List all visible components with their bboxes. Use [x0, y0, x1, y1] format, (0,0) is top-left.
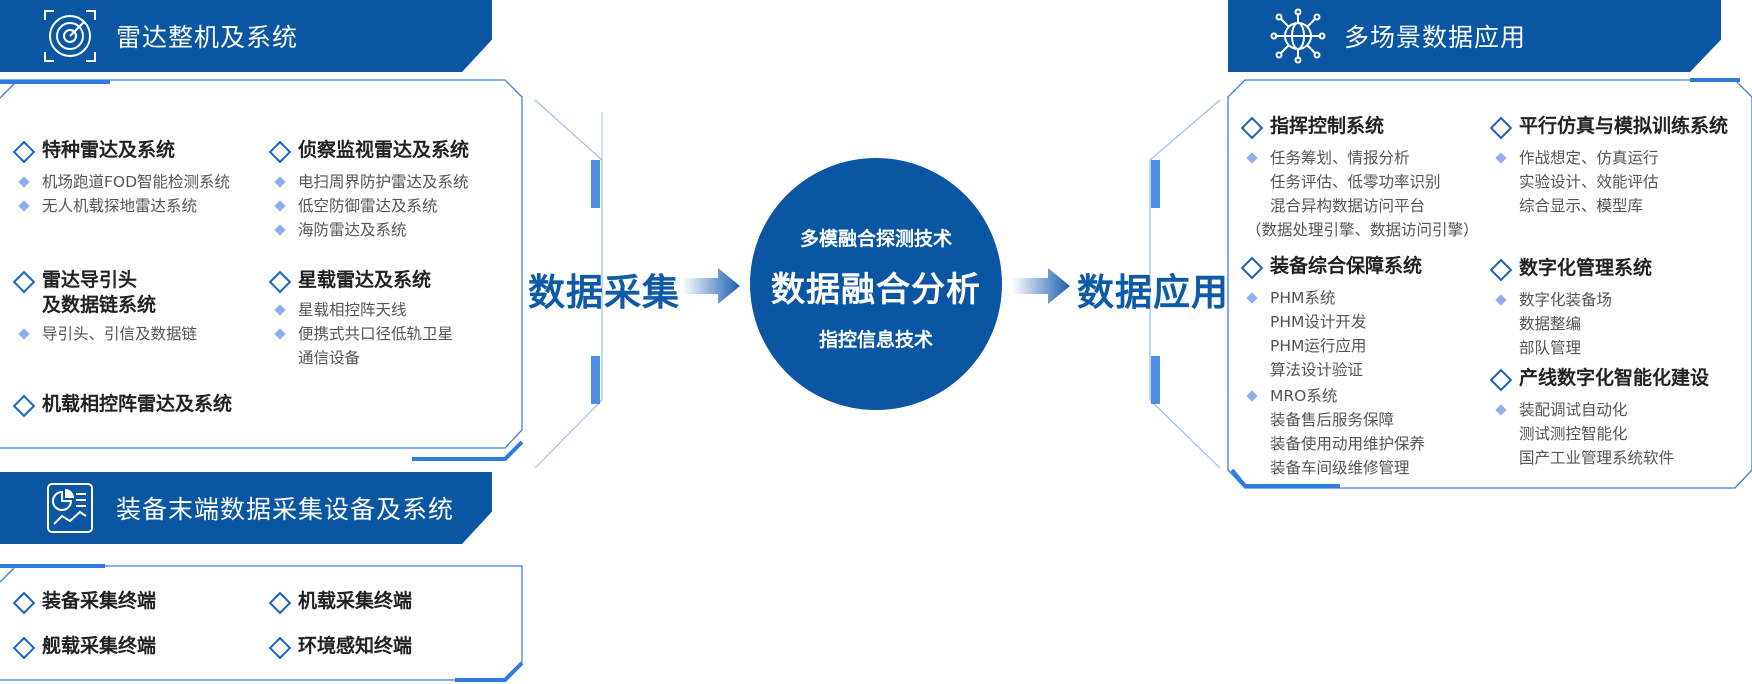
- group-digital-management: 数字化管理系统: [1489, 256, 1652, 282]
- circle-bottom-text: 指控信息技术: [818, 329, 933, 351]
- list-item: MRO系统 装备售后服务保障 装备使用动用维护保养 装备车间级维修管理: [1242, 384, 1425, 480]
- diamond-icon: [268, 636, 292, 660]
- circle-main-text: 数据融合分析: [771, 270, 981, 310]
- diamond-icon: [12, 394, 36, 418]
- group-command-control: 指挥控制系统: [1240, 114, 1384, 140]
- group-environment-terminal: 环境感知终端: [268, 634, 412, 660]
- list-item: 机场跑道FOD智能检测系统: [14, 170, 230, 194]
- list-item: 导引头、引信及数据链: [14, 322, 197, 346]
- group-production-line: 产线数字化智能化建设: [1489, 366, 1709, 392]
- circle-top-text: 多模融合探测技术: [799, 228, 952, 250]
- group-shipborne-terminal: 舰载采集终端: [12, 634, 156, 660]
- diamond-icon: [1240, 116, 1264, 140]
- list-item: 电扫周界防护雷达及系统: [270, 170, 469, 194]
- data-fusion-circle: 多模融合探测技术 数据融合分析 指控信息技术: [750, 158, 1002, 410]
- radar-section-title: 雷达整机及系统: [116, 23, 299, 52]
- list-item: 任务筹划、情报分析 任务评估、低零功率识别 混合异构数据访问平台: [1242, 146, 1479, 218]
- radar-section-header: 雷达整机及系统: [0, 0, 492, 72]
- recon-radar-list: 电扫周界防护雷达及系统 低空防御雷达及系统 海防雷达及系统: [270, 170, 469, 242]
- diamond-icon: [12, 636, 36, 660]
- group-special-radar: 特种雷达及系统: [12, 138, 175, 164]
- group-equipment-terminal: 装备采集终端: [12, 589, 156, 615]
- group-airborne-terminal: 机载采集终端: [268, 589, 412, 615]
- diamond-icon: [12, 140, 36, 164]
- application-section-header: 多场景数据应用: [1228, 0, 1721, 72]
- group-equipment-support: 装备综合保障系统: [1240, 254, 1422, 280]
- diamond-icon: [268, 270, 292, 294]
- list-item: 星载相控阵天线: [270, 298, 453, 322]
- list-item: 数字化装备场 数据整编 部队管理: [1491, 288, 1612, 360]
- list-item: 便携式共口径低轨卫星 通信设备: [270, 322, 453, 370]
- report-chart-icon: [47, 483, 93, 533]
- command-control-note: （数据处理引擎、数据访问引擎）: [1246, 221, 1479, 239]
- terminal-section-header: 装备末端数据采集设备及系统: [0, 472, 492, 544]
- radar-icon: [44, 10, 96, 62]
- list-item: 无人机载探地雷达系统: [14, 194, 230, 218]
- group-recon-radar: 侦察监视雷达及系统: [268, 138, 469, 164]
- group-airborne-radar: 机载相控阵雷达及系统: [12, 392, 232, 418]
- seeker-list: 导引头、引信及数据链: [14, 322, 197, 346]
- special-radar-list: 机场跑道FOD智能检测系统 无人机载探地雷达系统: [14, 170, 230, 218]
- application-section-title: 多场景数据应用: [1344, 23, 1527, 52]
- diamond-icon: [1240, 256, 1264, 280]
- equipment-support-list: PHM系统 PHM设计开发 PHM运行应用 算法设计验证 MRO系统 装备售后服…: [1242, 286, 1425, 480]
- list-item: 海防雷达及系统: [270, 218, 469, 242]
- diamond-icon: [12, 270, 36, 294]
- satellite-radar-list: 星载相控阵天线 便携式共口径低轨卫星 通信设备: [270, 298, 453, 370]
- parallel-simulation-list: 作战想定、仿真运行 实验设计、效能评估 综合显示、模型库: [1491, 146, 1659, 218]
- group-seeker-datalink: 雷达导引头 及数据链系统: [12, 268, 156, 318]
- list-item: PHM系统 PHM设计开发 PHM运行应用 算法设计验证: [1242, 286, 1425, 382]
- terminal-section-title: 装备末端数据采集设备及系统: [116, 495, 455, 524]
- data-application-label: 数据应用: [1077, 271, 1229, 314]
- list-item: 装配调试自动化 测试测控智能化 国产工业管理系统软件: [1491, 398, 1674, 470]
- production-line-list: 装配调试自动化 测试测控智能化 国产工业管理系统软件: [1491, 398, 1674, 470]
- command-control-list: 任务筹划、情报分析 任务评估、低零功率识别 混合异构数据访问平台 （数据处理引擎…: [1242, 146, 1479, 242]
- diamond-icon: [268, 591, 292, 615]
- list-item: 低空防御雷达及系统: [270, 194, 469, 218]
- diamond-icon: [1489, 116, 1513, 140]
- globe-network-icon: [1270, 8, 1326, 64]
- group-satellite-radar: 星载雷达及系统: [268, 268, 431, 294]
- data-collection-label: 数据采集: [528, 271, 680, 314]
- diamond-icon: [12, 591, 36, 615]
- diamond-icon: [1489, 368, 1513, 392]
- digital-management-list: 数字化装备场 数据整编 部队管理: [1491, 288, 1612, 360]
- group-parallel-simulation: 平行仿真与模拟训练系统: [1489, 114, 1728, 140]
- diamond-icon: [268, 140, 292, 164]
- list-item: 作战想定、仿真运行 实验设计、效能评估 综合显示、模型库: [1491, 146, 1659, 218]
- diamond-icon: [1489, 258, 1513, 282]
